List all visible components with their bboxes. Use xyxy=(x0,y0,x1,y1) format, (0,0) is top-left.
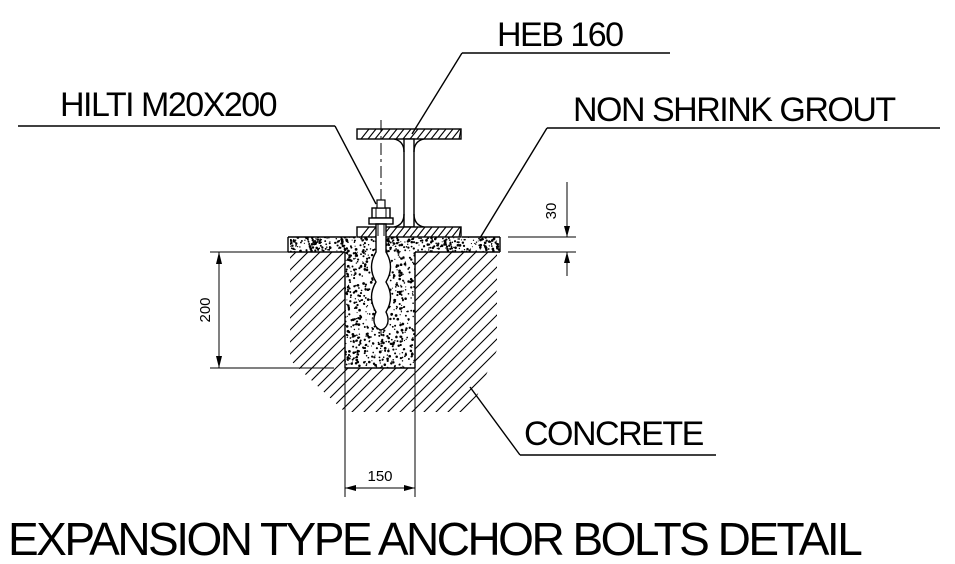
callout-heb-160: HEB 160 xyxy=(411,16,670,135)
grout-fill xyxy=(290,237,500,368)
drawing-title: EXPANSION TYPE ANCHOR BOLTS DETAIL xyxy=(8,513,862,564)
dim-label-200: 200 xyxy=(197,297,214,322)
dim-label-150: 150 xyxy=(367,468,392,485)
label-concrete: CONCRETE xyxy=(524,415,704,453)
dimension-embedment-depth: 200 xyxy=(197,251,334,369)
label-non-shrink-grout: NON SHRINK GROUT xyxy=(573,91,895,129)
callout-non-shrink-grout: NON SHRINK GROUT xyxy=(479,91,940,239)
dimension-grout-thickness: 30 xyxy=(508,182,576,276)
callout-hilti-anchor: HILTI M20X200 xyxy=(18,86,377,205)
dimension-pocket-width: 150 xyxy=(344,368,416,497)
label-heb-160: HEB 160 xyxy=(497,16,623,54)
callout-concrete: CONCRETE xyxy=(469,386,716,456)
anchor-pocket xyxy=(344,252,416,369)
concrete-hatch xyxy=(290,252,497,412)
dim-label-30: 30 xyxy=(543,203,560,220)
label-hilti-anchor: HILTI M20X200 xyxy=(60,86,277,124)
hilti-anchor-bolt xyxy=(368,120,394,335)
heb-160-section xyxy=(356,128,462,238)
